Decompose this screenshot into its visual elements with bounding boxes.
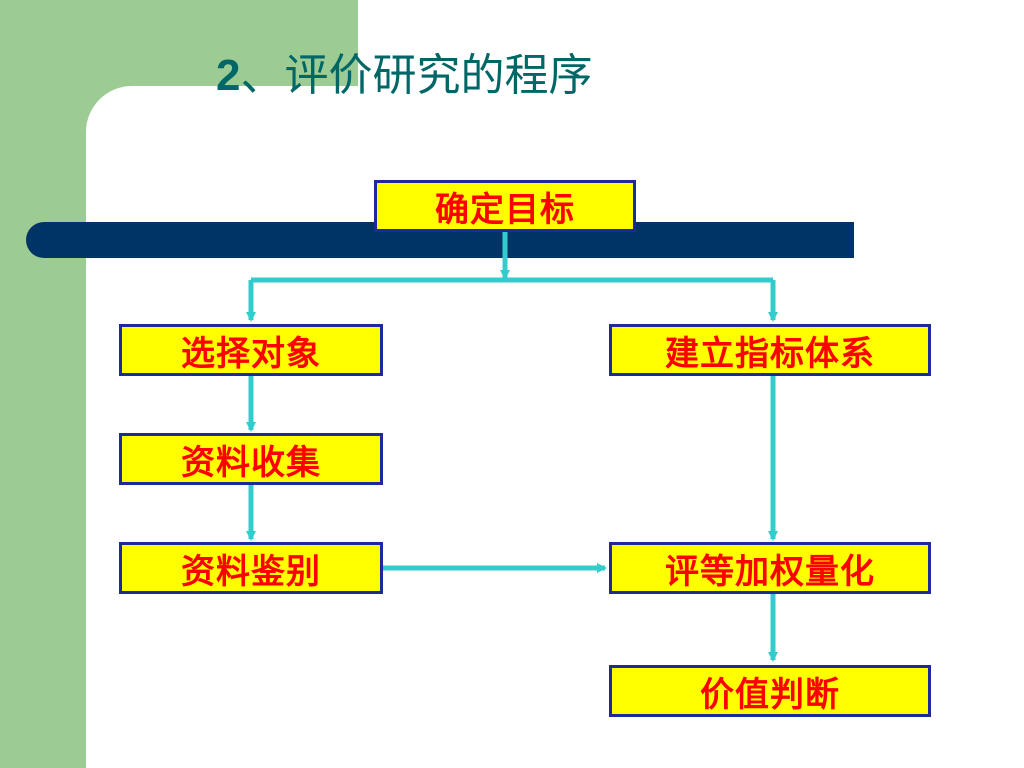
node-weight-quantify: 评等加权量化 [609, 542, 931, 594]
node-define-goal: 确定目标 [374, 180, 636, 232]
node-build-index-system: 建立指标体系 [609, 324, 931, 376]
title-number: 2 [216, 51, 241, 100]
header-area [358, 0, 1024, 86]
node-data-identification: 资料鉴别 [119, 542, 383, 594]
node-value-judgment: 价值判断 [609, 665, 931, 717]
node-data-collection: 资料收集 [119, 433, 383, 485]
title-text: 、评价研究的程序 [240, 50, 593, 101]
node-select-object: 选择对象 [119, 324, 383, 376]
page-title: 2、评价研究的程序 [216, 44, 592, 108]
